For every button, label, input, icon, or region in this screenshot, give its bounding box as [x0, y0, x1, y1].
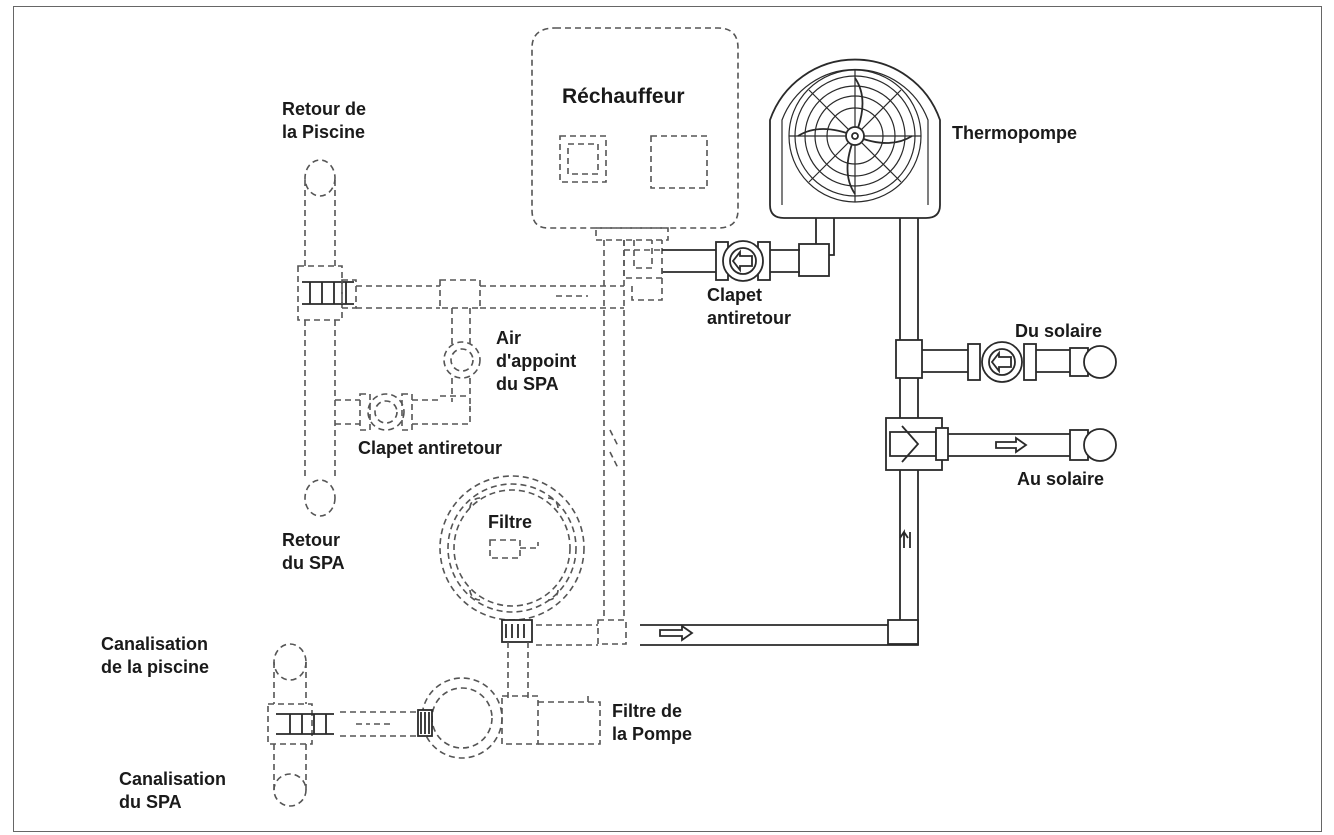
- flow-arrow-bottom: [659, 624, 694, 642]
- filter-riser-pipe: [536, 240, 627, 646]
- filter-label: Filtre: [488, 512, 533, 532]
- from-solar-pipe: [922, 341, 1117, 383]
- check-valve-mid: [335, 393, 471, 431]
- pool-return-pipe: [297, 159, 357, 517]
- to-solar-label: Au solaire: [1017, 469, 1105, 489]
- heat-pump-unit: [769, 58, 941, 219]
- pool-suction-label: Canalisation de la piscine: [101, 634, 210, 677]
- to-solar-pipe: [885, 417, 1117, 471]
- air-supply-valve: [440, 341, 481, 410]
- pump-unit: [417, 642, 601, 759]
- solar-vertical-pipe: [640, 218, 923, 646]
- from-solar-label: Du solaire: [1015, 321, 1103, 341]
- check-valve-top: [722, 240, 764, 282]
- pump-filter-label: Filtre de la Pompe: [612, 701, 693, 744]
- filter-tank: [439, 475, 585, 643]
- horizontal-heater-return: [356, 249, 663, 346]
- diagram-border: [13, 6, 1322, 832]
- spa-air-supply-label: Air d'appoint du SPA: [496, 328, 577, 394]
- check-valve-mid-label: Clapet antiretour: [358, 438, 503, 458]
- suction-diverter: [267, 643, 334, 807]
- heat-pump-label: Thermopompe: [952, 123, 1078, 143]
- heater-label: Réchauffeur: [562, 85, 685, 108]
- spa-suction-label: Canalisation du SPA: [119, 769, 227, 812]
- heater-unit: [531, 27, 739, 279]
- spa-return-label: Retour du SPA: [282, 530, 345, 573]
- pool-return-label: Retour de la Piscine: [282, 99, 367, 142]
- check-valve-top-label: Clapet antiretour: [707, 285, 792, 328]
- suction-pipe: [340, 711, 418, 737]
